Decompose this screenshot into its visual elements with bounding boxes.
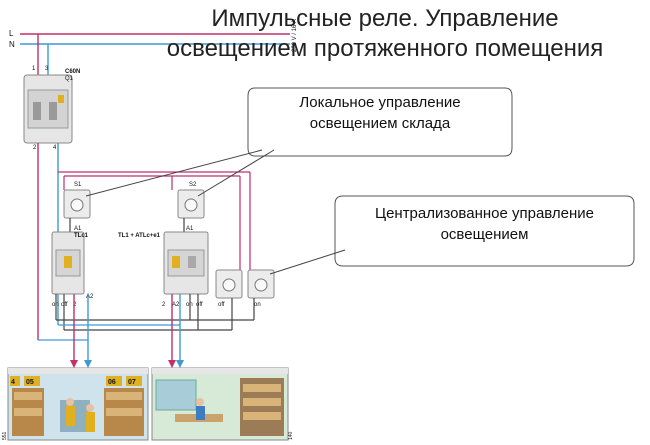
callout-local-line1: Локальное управление — [299, 94, 461, 111]
relay2-model: TL1 + ATLc+e1 — [118, 233, 161, 239]
breaker-ref: Q1 — [65, 76, 74, 82]
switch-s1: S1 — [63, 182, 91, 219]
relay1-model: TLc1 — [74, 233, 89, 239]
bin-label-06: 06 — [108, 379, 116, 386]
bus-label-n: N — [9, 40, 15, 49]
relay2-t2-label: 2 — [162, 302, 166, 308]
callout-box-local — [247, 87, 513, 157]
central-on-button: on — [247, 269, 275, 308]
bus-label-l: L — [9, 29, 14, 38]
bin-label-05: 05 — [26, 379, 34, 386]
breaker-terminal-3: 3 — [45, 66, 49, 72]
circuit-breaker-q1: 1 3 C60N Q1 2 4 — [23, 66, 80, 151]
callout-central-line2: освещением — [440, 226, 529, 243]
bin-label-4: 4 — [11, 379, 15, 386]
callout-local-text: Локальное управление освещением склада — [250, 92, 510, 134]
breaker-terminal-4: 4 — [53, 145, 57, 151]
callout-local-line2: освещением склада — [309, 115, 451, 132]
switch-s2: S2 — [177, 182, 205, 219]
relay1-a2-label: A2 — [86, 294, 94, 300]
warehouse-illustration-right: 140 — [151, 367, 294, 441]
breaker-terminal-2: 2 — [33, 145, 37, 151]
relay1-a1-label: A1 — [74, 226, 82, 232]
central-on-label: on — [254, 302, 261, 308]
callout-box-central — [334, 195, 635, 267]
relay2-off-label: off — [196, 302, 203, 308]
switch-s2-label: S2 — [189, 182, 197, 188]
central-off-button: off — [215, 269, 243, 308]
bin-label-07: 07 — [128, 379, 136, 386]
left-illustration-code: 551 — [2, 431, 8, 440]
relay1-on-label: on — [52, 302, 59, 308]
callout-central-text: Централизованное управление освещением — [337, 203, 632, 245]
relay2-a2-label: A2 — [172, 302, 180, 308]
impulse-relay-1: A1 TLc1 on off 2 A2 — [51, 226, 94, 308]
breaker-model: C60N — [65, 69, 80, 75]
right-illustration-code: 140 — [288, 431, 294, 440]
callout-central-line1: Централизованное управление — [374, 205, 595, 222]
bus-rating-label: 230 V / 16 A — [292, 19, 298, 52]
impulse-relay-2: A1 TL1 + ATLc+e1 2 A2 on off — [118, 226, 209, 308]
page-title-line1: Импульсные реле. Управление — [211, 5, 559, 32]
relay1-t2-label: 2 — [73, 302, 77, 308]
switch-s1-label: S1 — [74, 182, 82, 188]
warehouse-illustration-left: 4 05 06 07 551 — [2, 367, 149, 441]
relay2-a1-label: A1 — [186, 226, 194, 232]
breaker-terminal-1: 1 — [32, 66, 36, 72]
page-title-line2: освещением протяженного помещения — [166, 35, 604, 62]
central-off-label: off — [218, 302, 225, 308]
relay2-on-label: on — [186, 302, 193, 308]
